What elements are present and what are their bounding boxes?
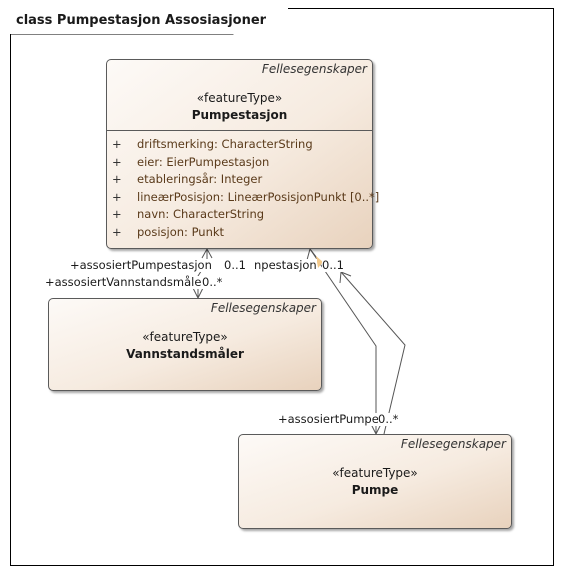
package-label: Fellesegenskaper	[210, 301, 316, 315]
role-assosiert-pumpe: +assosiertPumpe	[278, 412, 379, 426]
multiplicity-pumpestasjon-vannstand: 0..1	[224, 258, 246, 272]
attribute-visibility: +	[112, 189, 122, 204]
package-label: Fellesegenskaper	[261, 62, 367, 76]
attribute-divider	[107, 130, 372, 131]
class-vannstandsmaler[interactable]: Fellesegenskaper «featureType» Vannstand…	[48, 298, 322, 391]
class-name: Vannstandsmåler	[126, 347, 244, 361]
attribute-row[interactable]: + lineærPosisjon: LineærPosisjonPunkt [0.…	[107, 189, 379, 208]
class-pumpe[interactable]: Fellesegenskaper «featureType» Pumpe	[238, 434, 512, 529]
multiplicity-vannstandsmaler: 0..*	[202, 275, 223, 289]
class-name: Pumpe	[351, 483, 399, 497]
package-label: Fellesegenskaper	[400, 437, 506, 451]
attribute-row[interactable]: + posisjon: Punkt	[107, 225, 372, 243]
attribute-visibility: +	[112, 154, 122, 169]
attribute-text: navn: CharacterString	[137, 207, 265, 222]
stereotype-label: «featureType»	[142, 330, 228, 344]
multiplicity-pumpe: 0..*	[378, 412, 399, 426]
pumpestasjon-arrowhead-a	[201, 247, 213, 259]
attribute-list: + driftsmerking: CharacterString + eier: E…	[107, 137, 379, 243]
class-name: Pumpestasjon	[191, 108, 288, 122]
stereotype-label: «featureType»	[332, 466, 418, 480]
multiplicity-pumpestasjon-pumpe: 0..1	[322, 258, 344, 272]
role-assosiert-vannstandsmaler: +assosiertVannstandsmåler	[45, 275, 207, 289]
attribute-row[interactable]: + navn: CharacterString	[107, 207, 372, 225]
attribute-row[interactable]: + etableringsår: Integer	[107, 172, 372, 190]
attribute-visibility: +	[112, 172, 122, 187]
attribute-text: posisjon: Punkt	[137, 224, 225, 239]
role-assosiert-pumpestasjon: +assosiertPumpestasjon	[70, 258, 212, 272]
attribute-row[interactable]: + driftsmerking: CharacterString	[107, 137, 372, 155]
attribute-text: etableringsår: Integer	[137, 172, 263, 187]
attribute-row[interactable]: + eier: EierPumpestasjon	[107, 155, 372, 173]
association-pumpe-line-a	[309, 248, 377, 434]
orange-marker	[316, 256, 323, 268]
pumpestasjon-arrowhead-b	[339, 271, 352, 284]
stereotype-label: «featureType»	[196, 91, 283, 105]
attribute-text: driftsmerking: CharacterString	[137, 137, 313, 151]
attribute-visibility: +	[112, 207, 122, 222]
attribute-visibility: +	[112, 224, 122, 239]
association-pumpe-line-b	[340, 271, 406, 435]
attribute-text: eier: EierPumpestasjon	[137, 154, 270, 169]
role-assosiert-pumpestasjon-pumpe: npestasjon	[254, 258, 317, 272]
attribute-visibility: +	[112, 137, 122, 151]
frame-title: class Pumpestasjon Assosiasjoner	[10, 8, 289, 34]
class-pumpestasjon[interactable]: Fellesegenskaper «featureType» Pumpestas…	[106, 59, 379, 249]
pumpestasjon-arrowhead-c	[306, 247, 318, 261]
attribute-text: lineærPosisjon: LineærPosisjonPunkt [0..…	[137, 189, 380, 204]
